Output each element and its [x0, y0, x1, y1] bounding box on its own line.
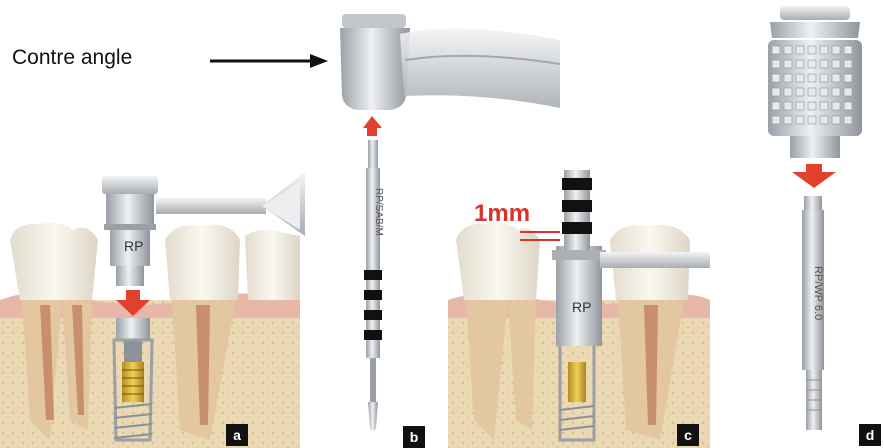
panel-tag-c: c — [677, 424, 699, 446]
panel-a — [0, 172, 305, 448]
panel-tag-b: b — [403, 426, 425, 448]
tool-engraving-b: RP/SAB/M — [373, 188, 384, 236]
measurement-label: 1mm — [474, 200, 530, 228]
callout-arrow — [210, 54, 328, 68]
rp-label-a: RP — [124, 238, 143, 254]
panel-tag-a: a — [226, 424, 248, 446]
rp-label-c: RP — [572, 299, 591, 315]
panel-tag-d: d — [859, 424, 881, 446]
callout-label: Contre angle — [12, 46, 132, 70]
tool-engraving-d: RP/WP 6.0 — [812, 266, 824, 320]
panel-d — [768, 6, 862, 430]
